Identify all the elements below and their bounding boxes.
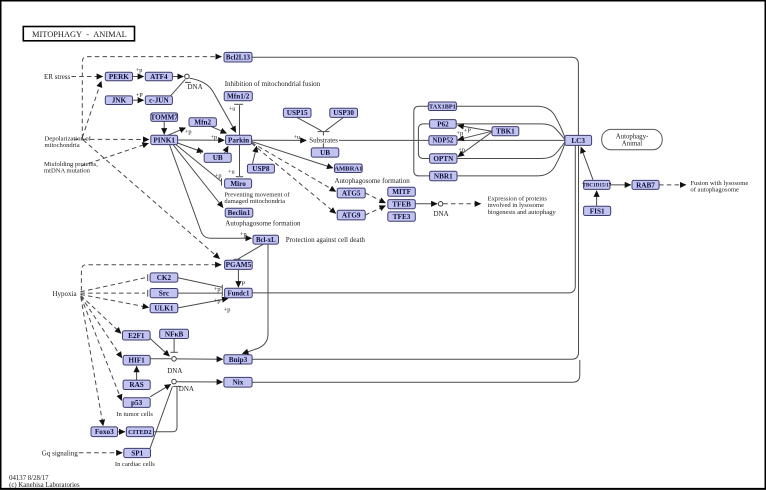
svg-text:TBC1D15/17: TBC1D15/17 xyxy=(582,183,611,189)
svg-text:Depolarization of: Depolarization of xyxy=(45,135,92,142)
svg-text:+u: +u xyxy=(294,134,302,141)
svg-text:Bcl-xL: Bcl-xL xyxy=(256,237,276,244)
svg-text:PGAM5: PGAM5 xyxy=(226,261,252,269)
svg-text:RAB7: RAB7 xyxy=(636,181,655,189)
svg-text:RAS: RAS xyxy=(129,381,143,389)
svg-text:Inhibition of mitochondrial fu: Inhibition of mitochondrial fusion xyxy=(225,80,321,88)
svg-text:TFEB: TFEB xyxy=(392,201,411,209)
svg-text:+p: +p xyxy=(136,67,143,74)
svg-text:+P: +P xyxy=(136,92,144,99)
svg-text:Autophagy-: Autophagy- xyxy=(616,134,649,141)
svg-text:biogenesis and autophagy: biogenesis and autophagy xyxy=(488,209,557,216)
svg-text:In cardiac cells: In cardiac cells xyxy=(115,461,155,468)
svg-text:Misfolding proteins,: Misfolding proteins, xyxy=(44,161,98,168)
svg-text:+p: +p xyxy=(240,231,247,238)
svg-text:ATG9: ATG9 xyxy=(342,212,361,220)
svg-text:USP15: USP15 xyxy=(287,109,308,117)
svg-text:MITF: MITF xyxy=(392,188,411,196)
svg-text:Foxo3: Foxo3 xyxy=(95,428,114,436)
svg-text:Protection against cell death: Protection against cell death xyxy=(286,236,366,244)
svg-text:Bnip3: Bnip3 xyxy=(229,356,248,364)
svg-text:+p: +p xyxy=(215,172,222,179)
svg-text:Substrates: Substrates xyxy=(309,137,338,145)
svg-text:UB: UB xyxy=(320,149,330,157)
svg-text:TAX1BP1: TAX1BP1 xyxy=(429,103,456,110)
svg-text:+p: +p xyxy=(224,306,231,313)
svg-text:+p: +p xyxy=(196,148,203,155)
svg-text:+u: +u xyxy=(228,169,236,176)
svg-text:Mfn1/2: Mfn1/2 xyxy=(227,93,250,101)
svg-text:CITED2: CITED2 xyxy=(128,429,151,436)
svg-text:P62: P62 xyxy=(437,120,449,128)
svg-text:Mfn2: Mfn2 xyxy=(194,119,211,127)
svg-text:E2F1: E2F1 xyxy=(128,332,145,340)
svg-text:+p: +p xyxy=(185,128,192,135)
svg-text:HIF1: HIF1 xyxy=(128,357,145,365)
svg-text:Parkin: Parkin xyxy=(228,136,249,144)
svg-text:DNA: DNA xyxy=(167,367,182,375)
svg-text:+P: +P xyxy=(464,128,472,135)
svg-text:+p: +p xyxy=(456,130,463,137)
svg-text:CK2: CK2 xyxy=(157,274,172,282)
svg-text:ATF4: ATF4 xyxy=(150,73,168,81)
svg-text:DNA: DNA xyxy=(434,210,449,218)
svg-text:+u: +u xyxy=(229,105,237,112)
svg-text:Bcl2L13: Bcl2L13 xyxy=(226,55,251,62)
svg-text:+p: +p xyxy=(214,297,221,304)
svg-text:Miro: Miro xyxy=(230,180,246,188)
svg-text:Preventing movement of: Preventing movement of xyxy=(224,192,290,199)
svg-text:damaged mitochondria: damaged mitochondria xyxy=(224,198,285,205)
svg-text:ULK1: ULK1 xyxy=(154,305,174,313)
svg-text:NFκB: NFκB xyxy=(165,330,184,338)
svg-text:MITOPHAGY - ANIMAL: MITOPHAGY - ANIMAL xyxy=(32,30,127,39)
svg-text:Nix: Nix xyxy=(233,379,244,387)
svg-text:Hypoxia: Hypoxia xyxy=(53,290,78,298)
svg-text:UB: UB xyxy=(213,154,223,162)
svg-text:Expression of proteins: Expression of proteins xyxy=(488,196,548,203)
svg-text:+p: +p xyxy=(210,134,217,141)
svg-text:PERK: PERK xyxy=(109,73,129,81)
svg-text:+p: +p xyxy=(458,146,465,153)
svg-text:mtDNA mutation: mtDNA mutation xyxy=(44,167,91,174)
svg-text:Fusion with lysosome: Fusion with lysosome xyxy=(690,180,748,187)
svg-text:DNA: DNA xyxy=(188,83,203,91)
svg-text:p53: p53 xyxy=(131,399,143,407)
svg-text:Autophagosome formation: Autophagosome formation xyxy=(225,220,301,228)
svg-text:c-JUN: c-JUN xyxy=(149,97,169,105)
svg-text:NBR1: NBR1 xyxy=(434,172,453,180)
svg-text:AMBRA1: AMBRA1 xyxy=(334,166,362,173)
svg-text:FIS1: FIS1 xyxy=(590,207,605,215)
svg-text:TOMM7: TOMM7 xyxy=(150,114,178,122)
svg-text:mitochondria: mitochondria xyxy=(45,142,80,149)
svg-text:PINK1: PINK1 xyxy=(153,136,175,144)
svg-text:OPTN: OPTN xyxy=(433,155,454,163)
svg-text:Animal: Animal xyxy=(622,141,642,148)
svg-text:TFE3: TFE3 xyxy=(393,213,411,221)
svg-text:DNA: DNA xyxy=(179,385,194,393)
svg-text:JNK: JNK xyxy=(112,97,127,105)
svg-text:Src: Src xyxy=(159,290,170,298)
svg-text:04137 8/28/17: 04137 8/28/17 xyxy=(9,475,49,482)
svg-text:In tumor cells: In tumor cells xyxy=(116,411,153,418)
svg-text:TBK1: TBK1 xyxy=(496,128,515,136)
svg-text:ER stress: ER stress xyxy=(44,73,71,81)
svg-text:Fundc1: Fundc1 xyxy=(227,290,250,297)
svg-text:involved in lysosome: involved in lysosome xyxy=(488,202,544,209)
svg-text:USP30: USP30 xyxy=(333,109,354,117)
svg-text:LC3: LC3 xyxy=(571,137,585,145)
svg-text:Beclin1: Beclin1 xyxy=(228,209,251,217)
svg-text:SP1: SP1 xyxy=(131,449,143,457)
svg-text:Gq signaling: Gq signaling xyxy=(42,450,78,458)
svg-text:ATG5: ATG5 xyxy=(342,189,361,197)
svg-text:NDP52: NDP52 xyxy=(433,138,454,145)
svg-text:Autophagosome formation: Autophagosome formation xyxy=(335,177,411,185)
svg-text:(c) Kanehisa Laboratories: (c) Kanehisa Laboratories xyxy=(9,482,80,489)
svg-text:+p: +p xyxy=(214,286,221,293)
svg-text:USP8: USP8 xyxy=(252,165,270,173)
svg-text:of autophagosome: of autophagosome xyxy=(690,187,739,194)
svg-text:P: P xyxy=(242,281,246,288)
